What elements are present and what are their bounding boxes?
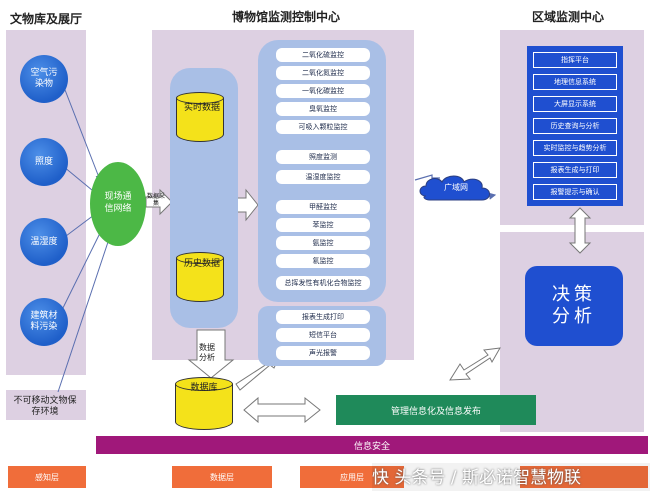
wan-label: 广域网 [444,183,468,192]
region-item: 报表生成与打印 [533,162,617,178]
right-title: 区域监测中心 [532,10,605,24]
monitor-item: 一氧化碳监控 [276,84,370,98]
monitor-item: 照度监测 [276,150,370,164]
region-box [527,46,623,206]
cloud-icon [419,175,490,201]
history-db-body [176,258,224,302]
monitor-item: 氨监控 [276,236,370,250]
region-item: 大屏显示系统 [533,96,617,112]
region-item: 实时监控与趋势分析 [533,140,617,156]
monitor-item: 二氧化硫监控 [276,48,370,62]
monitor-item: 温湿度监控 [276,170,370,184]
region-item: 报警提示与确认 [533,184,617,200]
watermark: 快 头条号 / 斯必诺智慧物联 [372,463,650,491]
comm-label: 数据采集 [146,193,165,208]
warehouse-db-top [175,377,233,391]
layer-data: 数据层 [172,466,272,488]
monitor-item: 臭氧监控 [276,102,370,116]
monitor-item: 苯监控 [276,218,370,232]
history-db-label: 历史数据 [183,259,220,269]
decision-box: 决策分析 [525,266,623,346]
data-analysis-label: 数据分析 [199,343,215,362]
security-bar: 信息安全 [96,436,648,454]
warehouse-db-body [175,384,233,430]
monitor-item: 氡监控 [276,254,370,268]
layer-perception: 感知层 [8,466,86,488]
comm-hub: 现场通信网络 [90,162,146,246]
monitor-item: 可吸入颗粒监控 [276,120,370,134]
immovable-panel [6,390,86,420]
sensor-air-pollutant: 空气污染物 [20,55,68,103]
left-title: 文物库及展厅 [10,12,83,26]
realtime-db-body [176,98,224,142]
history-db-top [176,252,224,264]
layer-application: 应用层 [300,466,404,488]
sensor-temp-humidity: 温湿度 [20,218,68,266]
realtime-db-label: 实时数据 [183,103,220,113]
layer-extra [520,466,648,488]
region-item: 历史查询与分析 [533,118,617,134]
mgmt-bar: 管理信息化及信息发布 [336,395,536,425]
immovable-env-label: 不可移动文物保存环境 [13,396,77,417]
monitor-item: 二氧化氮监控 [276,66,370,80]
region-item: 地理信息系统 [533,74,617,90]
decision-label: 决策分析 [552,283,596,328]
monitor-item: 总挥发性有机化合物监控 [276,276,370,290]
sensor-building-material: 建筑材料污染 [20,298,68,346]
realtime-db-top [176,92,224,104]
sensor-illuminance: 照度 [20,138,68,186]
service-item: 声光报警 [276,346,370,360]
security-label: 信息安全 [353,441,390,452]
monitor-item: 甲醛监控 [276,200,370,214]
mgmt-label: 管理信息化及信息发布 [390,406,481,417]
service-item: 报表生成打印 [276,310,370,324]
warehouse-db-label: 数据库 [190,383,218,393]
service-item: 短信平台 [276,328,370,342]
wan-cloud: 广域网 [418,174,494,204]
center-title: 博物馆监测控制中心 [232,10,341,24]
region-item: 指挥平台 [533,52,617,68]
